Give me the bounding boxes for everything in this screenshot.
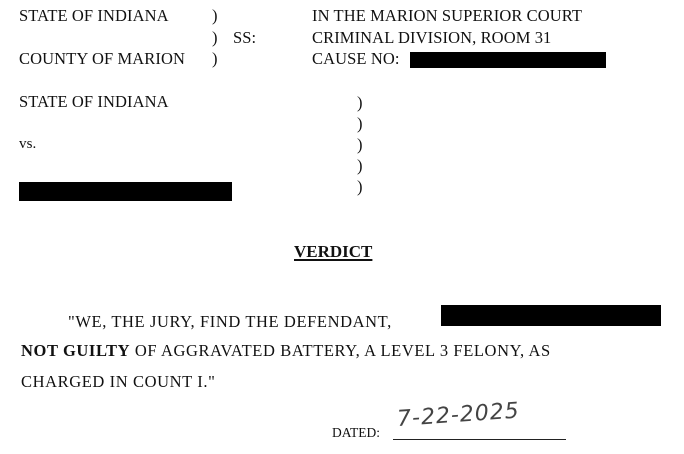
plaintiff-name: STATE OF INDIANA: [19, 92, 169, 111]
handwritten-date: 7-22-2025: [396, 398, 521, 432]
versus-label: vs.: [19, 136, 37, 152]
caption-state: STATE OF INDIANA: [19, 6, 169, 25]
court-division: CRIMINAL DIVISION, ROOM 31: [312, 28, 552, 47]
caption-county: COUNTY OF MARION: [19, 49, 185, 68]
party-paren-2: ): [357, 114, 363, 133]
verdict-line-2: NOT GUILTY OF AGGRAVATED BATTERY, A LEVE…: [21, 341, 551, 361]
dated-label: DATED:: [332, 425, 380, 440]
caption-ss-label: SS:: [233, 28, 257, 47]
caption-paren-3: ): [212, 49, 218, 68]
verdict-line-1: "WE, THE JURY, FIND THE DEFENDANT,: [68, 312, 392, 331]
party-paren-1: ): [357, 93, 363, 112]
verdict-charge-text: OF AGGRAVATED BATTERY, A LEVEL 3 FELONY,…: [130, 341, 551, 360]
verdict-line-3: CHARGED IN COUNT I.": [21, 372, 216, 391]
cause-number-label: CAUSE NO:: [312, 49, 400, 68]
caption-paren-2: ): [212, 28, 218, 47]
court-name: IN THE MARION SUPERIOR COURT: [312, 6, 583, 25]
verdict-finding: NOT GUILTY: [21, 341, 131, 360]
defendant-name-redaction: [19, 182, 232, 201]
verdict-defendant-redaction: [441, 305, 661, 326]
party-paren-4: ): [357, 156, 363, 175]
cause-number-redaction: [410, 52, 606, 68]
caption-paren-1: ): [212, 6, 218, 25]
date-line: [393, 439, 566, 440]
verdict-title: VERDICT: [294, 242, 373, 261]
party-paren-3: ): [357, 135, 363, 154]
party-paren-5: ): [357, 177, 363, 196]
